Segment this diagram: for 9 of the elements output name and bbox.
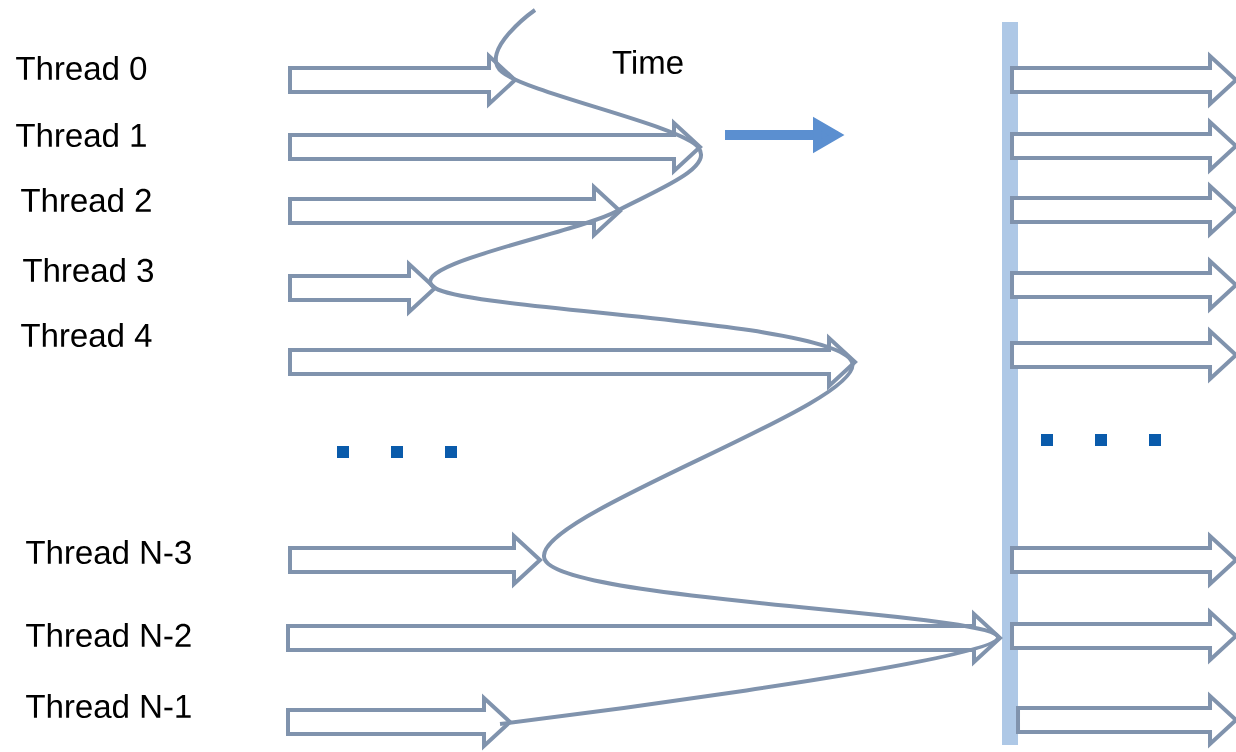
axis-label: Time — [612, 49, 683, 75]
thread-label: Thread 3 — [23, 257, 153, 283]
thread-label: Thread 2 — [21, 187, 151, 213]
thread-label: Thread 4 — [21, 322, 152, 348]
thread-label: Thread N-2 — [26, 622, 191, 648]
thread-label: Thread 0 — [16, 55, 147, 81]
thread-label: Thread N-1 — [26, 693, 191, 719]
thread-label: Thread 1 — [16, 122, 146, 148]
thread-label: Thread N-3 — [26, 539, 191, 565]
